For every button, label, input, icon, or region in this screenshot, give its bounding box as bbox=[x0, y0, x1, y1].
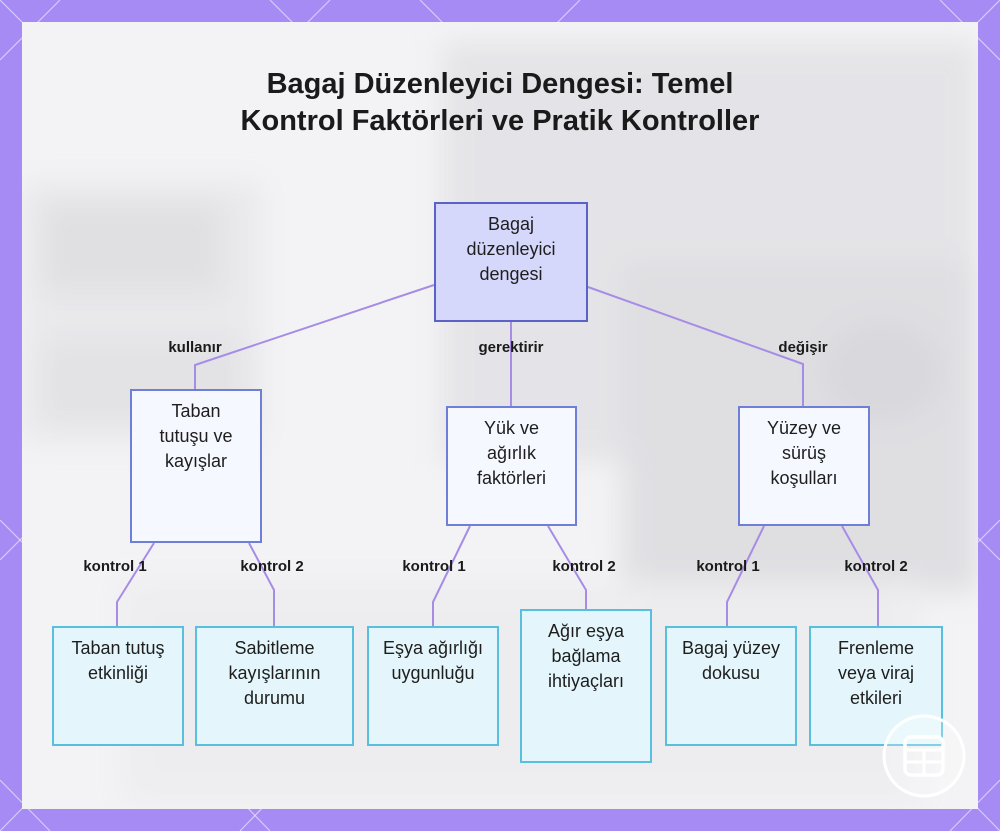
check-node-3-1-label: Bagaj yüzey dokusu bbox=[677, 636, 785, 686]
check-node-2-2: Ağır eşya bağlama ihtiyaçları bbox=[520, 609, 652, 763]
relation-label-branch-3: değişir bbox=[778, 339, 827, 357]
check-relation-1-2: kontrol 2 bbox=[240, 558, 303, 576]
branch-node-3-label: Yüzey ve sürüş koşulları bbox=[754, 416, 854, 491]
link-branch-3-check-2 bbox=[842, 526, 878, 626]
check-relation-2-2: kontrol 2 bbox=[552, 558, 615, 576]
link-branch-3-check-1 bbox=[727, 526, 764, 626]
diagram-panel: Bagaj Düzenleyici Dengesi: Temel Kontrol… bbox=[22, 22, 978, 809]
check-relation-3-1: kontrol 1 bbox=[696, 558, 759, 576]
link-branch-2-check-1 bbox=[433, 526, 470, 626]
check-node-3-1: Bagaj yüzey dokusu bbox=[665, 626, 797, 746]
link-root-branch-3 bbox=[588, 287, 803, 406]
check-node-1-2: Sabitleme kayışlarının durumu bbox=[195, 626, 354, 746]
check-relation-1-1: kontrol 1 bbox=[83, 558, 146, 576]
branch-node-2: Yük ve ağırlık faktörleri bbox=[446, 406, 577, 526]
branch-node-3: Yüzey ve sürüş koşulları bbox=[738, 406, 870, 526]
root-node: Bagaj düzenleyici dengesi bbox=[434, 202, 588, 322]
check-relation-2-1: kontrol 1 bbox=[402, 558, 465, 576]
check-node-1-1: Taban tutuş etkinliği bbox=[52, 626, 184, 746]
check-node-2-1-label: Eşya ağırlığı uygunluğu bbox=[379, 636, 487, 686]
branch-node-1: Taban tutuşu ve kayışlar bbox=[130, 389, 262, 543]
check-relation-3-2: kontrol 2 bbox=[844, 558, 907, 576]
link-branch-1-check-1 bbox=[117, 543, 154, 626]
relation-label-branch-2: gerektirir bbox=[478, 339, 543, 357]
check-node-3-2-label: Frenleme veya viraj etkileri bbox=[821, 636, 931, 711]
branch-node-1-label: Taban tutuşu ve kayışlar bbox=[146, 399, 246, 474]
check-node-1-2-label: Sabitleme kayışlarının durumu bbox=[207, 636, 342, 711]
link-branch-1-check-2 bbox=[249, 543, 274, 626]
check-node-1-1-label: Taban tutuş etkinliği bbox=[64, 636, 172, 686]
grid-logo-icon bbox=[882, 714, 966, 798]
relation-label-branch-1: kullanır bbox=[168, 339, 221, 357]
root-node-label: Bagaj düzenleyici dengesi bbox=[450, 212, 572, 287]
check-node-2-1: Eşya ağırlığı uygunluğu bbox=[367, 626, 499, 746]
link-root-branch-1 bbox=[195, 285, 434, 389]
check-node-2-2-label: Ağır eşya bağlama ihtiyaçları bbox=[532, 619, 640, 694]
branch-node-2-label: Yük ve ağırlık faktörleri bbox=[462, 416, 561, 491]
